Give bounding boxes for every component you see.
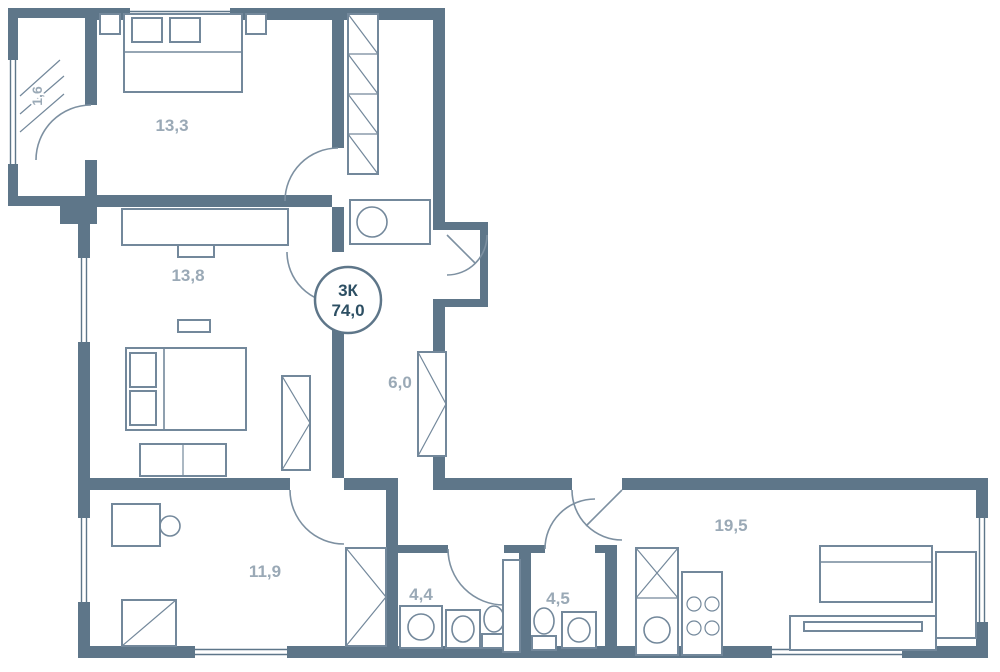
washing-machine: [399, 605, 443, 649]
nightstand: [99, 13, 121, 35]
wall-kitchen-left: [605, 545, 617, 658]
wall-niche-top: [445, 222, 488, 230]
bedroom-bottom-furniture: [111, 503, 387, 647]
armchair-line: [121, 599, 177, 647]
wall-south-top-a: [433, 478, 572, 490]
bathroom-fixtures: [399, 559, 521, 653]
sink-bowl: [451, 615, 475, 643]
fridge-cross: [635, 547, 679, 599]
wardrobe-shelves: [347, 13, 379, 175]
window-bottom-1: [195, 646, 287, 658]
door-wc: [544, 498, 596, 550]
toilet-bowl: [483, 605, 505, 633]
kitchen-unit: [635, 547, 679, 656]
sink-bowl: [567, 617, 591, 643]
duct: [502, 559, 521, 653]
wall-rooms-right-a: [332, 207, 344, 252]
wall-left-upper-b: [85, 160, 97, 206]
room-label-balcony: 1,6: [29, 86, 45, 106]
wc-fixtures: [531, 607, 597, 651]
windows: [8, 8, 988, 658]
wall-divider-b: [344, 478, 398, 490]
wall-right-upper: [433, 8, 445, 230]
sofa: [819, 545, 933, 603]
window-balcony: [8, 60, 18, 164]
wall-balcony-bottom: [8, 196, 97, 206]
room-label-bathroom: 4,4: [409, 585, 433, 604]
window-left-1: [78, 258, 90, 342]
balcony-hatch: [19, 59, 65, 133]
wardrobe: [281, 375, 311, 471]
wardrobe-cross: [281, 375, 311, 471]
burner: [686, 596, 702, 612]
hall-furniture: [347, 13, 447, 457]
chair: [159, 515, 181, 537]
wall-pier: [60, 196, 97, 224]
burner: [686, 620, 702, 636]
tv: [177, 319, 211, 333]
toilet-tank: [531, 635, 557, 651]
stove-counter: [681, 571, 723, 656]
door-balcony: [35, 104, 92, 161]
toilet-bowl: [533, 607, 555, 635]
badge-circle: [313, 265, 383, 335]
pillow: [131, 17, 163, 43]
badge-type: 3К: [338, 281, 358, 300]
wall-bath-divider: [519, 553, 531, 658]
wall-left-upper-a: [85, 8, 97, 105]
chair: [177, 244, 215, 258]
wardrobe-cross: [345, 547, 387, 647]
wall-room3-right: [386, 490, 398, 658]
pillow: [169, 17, 201, 43]
wall-divider-a: [85, 478, 290, 490]
bedroom-middle-furniture: [121, 208, 311, 477]
wall-balcony-top: [8, 8, 100, 18]
wall-south-top-b: [622, 478, 988, 490]
area-badge: 3К 74,0: [313, 265, 383, 335]
desk: [111, 503, 161, 547]
desk: [121, 208, 289, 246]
room-labels: 13,3 13,8 11,9 6,0 4,4 4,5 19,5 1,6: [27, 84, 750, 610]
room-label-hallway: 6,0: [388, 373, 412, 392]
burner: [704, 620, 720, 636]
wall-niche-right: [480, 222, 488, 307]
room-label-kitchen-living: 19,5: [714, 516, 747, 535]
wall-room1-bottom: [90, 195, 332, 207]
room-label-wc: 4,5: [546, 589, 570, 608]
wall-bath-top-a: [398, 545, 448, 553]
hall-closet-cross: [417, 351, 447, 457]
nightstand: [245, 13, 267, 35]
kitchen-sink: [643, 616, 671, 644]
tv: [803, 621, 923, 632]
hall-closet: [417, 351, 447, 457]
room-label-bedroom-bottom: 11,9: [249, 562, 281, 581]
kitchen-furniture: [635, 545, 977, 656]
wall-bottom: [78, 646, 988, 658]
room-label-bedroom-middle: 13,8: [171, 266, 204, 285]
burner: [704, 596, 720, 612]
room-label-bedroom-top: 13,3: [155, 116, 188, 135]
side-table: [935, 551, 977, 639]
washing-machine-drum: [407, 613, 435, 641]
door-niche: [446, 234, 488, 276]
wall-rooms-right-b: [332, 304, 344, 478]
bedroom-top-furniture: [99, 13, 267, 93]
door-bathroom: [447, 548, 505, 606]
door-bedroom-bottom: [289, 489, 345, 545]
door-bedroom-top: [284, 147, 339, 202]
window-left-2: [78, 518, 90, 602]
pillow: [129, 390, 157, 426]
badge-area: 74,0: [331, 301, 364, 320]
furniture: [19, 13, 977, 656]
wall-room1-right: [332, 20, 344, 148]
console-table: [349, 199, 431, 245]
wardrobe: [345, 547, 387, 647]
wall-bath-top-b: [504, 545, 545, 553]
pillow: [129, 352, 157, 388]
sink-mirror: [356, 206, 388, 238]
window-right: [976, 518, 988, 622]
wall-niche-bottom: [445, 299, 488, 307]
door-entrance: [571, 489, 623, 541]
